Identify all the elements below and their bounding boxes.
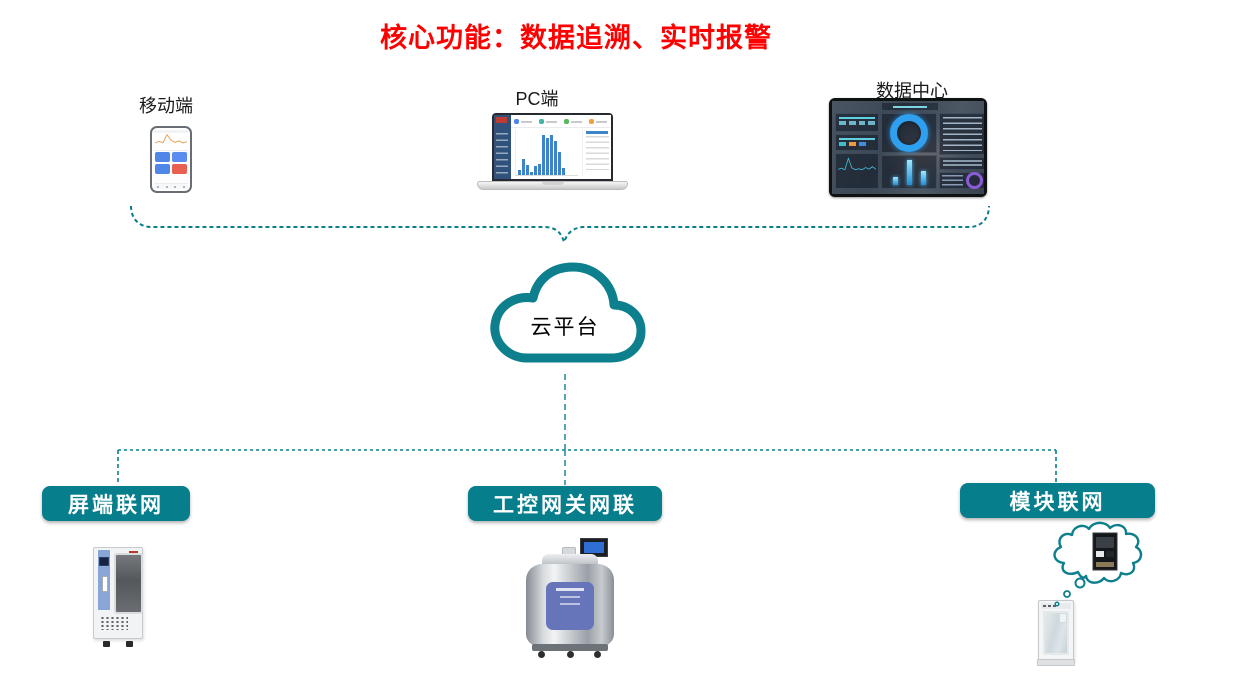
bubble-dot bbox=[1074, 577, 1086, 589]
cryo-tank-icon bbox=[524, 538, 616, 660]
phone-cards bbox=[155, 152, 187, 174]
datacenter-node-label: 数据中心 bbox=[876, 81, 948, 101]
mini-bar bbox=[546, 138, 549, 175]
tank-base bbox=[532, 644, 608, 651]
mini-bar bbox=[530, 172, 533, 175]
datacenter-dashboard bbox=[832, 101, 984, 194]
tank-monitor bbox=[580, 538, 608, 557]
lab-fridge-sticker bbox=[1059, 613, 1067, 623]
phone-card bbox=[155, 152, 170, 162]
cloud-platform-label: 云平台 bbox=[530, 316, 600, 339]
datacenter-screen-icon bbox=[829, 98, 987, 197]
cloud-platform-node: 云平台 bbox=[481, 253, 649, 374]
mini-bar bbox=[550, 135, 553, 175]
mini-bar bbox=[554, 140, 557, 175]
phone-nav-bar bbox=[154, 183, 188, 189]
tank-caster bbox=[538, 651, 545, 658]
stat-item bbox=[514, 119, 533, 124]
phone-status-bar bbox=[154, 130, 188, 133]
mini-bar bbox=[542, 134, 545, 175]
mini-bar bbox=[518, 169, 521, 175]
tank-front-label bbox=[546, 582, 594, 630]
lab-fridge-base bbox=[1037, 659, 1075, 666]
bubble-dot bbox=[1054, 601, 1060, 607]
mini-bar bbox=[526, 165, 529, 175]
iot-module-icon bbox=[1092, 532, 1118, 571]
laptop-screen bbox=[492, 113, 613, 181]
laptop-dashboard-icon bbox=[477, 113, 628, 191]
blood-refrigerator-icon bbox=[93, 547, 143, 647]
phone-card bbox=[155, 164, 170, 174]
thought-bubble-icon bbox=[1040, 520, 1146, 616]
phone-card bbox=[172, 164, 187, 174]
tank-lid bbox=[542, 554, 598, 566]
tag-screen-network: 屏端联网 bbox=[42, 486, 190, 521]
phone-line-chart bbox=[154, 133, 188, 151]
dc-bar-chart bbox=[881, 155, 937, 189]
laptop-sidebar bbox=[494, 115, 511, 179]
stat-item bbox=[563, 119, 582, 124]
mini-bar bbox=[558, 151, 561, 175]
dc-stat-panel-1 bbox=[835, 113, 879, 132]
laptop-stat-bar bbox=[511, 116, 610, 128]
laptop-menu-items bbox=[496, 128, 508, 177]
mini-bar bbox=[892, 177, 898, 185]
fridge-foot bbox=[126, 641, 133, 647]
mini-bar bbox=[562, 167, 565, 175]
dc-donut-chart bbox=[881, 113, 937, 153]
dc-data-table bbox=[939, 113, 984, 155]
bubble-dot bbox=[1063, 590, 1071, 598]
phone-card bbox=[172, 152, 187, 162]
mobile-node-label: 移动端 bbox=[139, 96, 193, 116]
tank-caster bbox=[567, 651, 574, 658]
page-title: 核心功能：数据追溯、实时报警 bbox=[380, 23, 772, 53]
laptop-dashboard bbox=[494, 115, 611, 179]
dc-stat-panel-2 bbox=[835, 134, 879, 151]
fridge-brand-logo bbox=[129, 551, 138, 554]
mini-bar bbox=[920, 170, 926, 185]
mini-bar bbox=[522, 159, 525, 175]
tank-caster bbox=[594, 651, 601, 658]
dc-small-panel bbox=[939, 157, 984, 170]
fridge-glass-window bbox=[114, 553, 143, 614]
laptop-bar-chart bbox=[515, 130, 578, 176]
fridge-vents bbox=[100, 616, 128, 630]
smartphone-dashboard-icon bbox=[150, 126, 192, 193]
fridge-handle bbox=[102, 576, 108, 592]
stat-item bbox=[539, 119, 558, 124]
laptop-list-panel bbox=[582, 129, 609, 176]
tag-module-network: 模块联网 bbox=[960, 483, 1155, 518]
pc-node-label: PC端 bbox=[515, 89, 559, 109]
fridge-display bbox=[99, 557, 109, 566]
dc-line-chart bbox=[835, 153, 879, 189]
brace-connector bbox=[130, 205, 990, 246]
phone-screen bbox=[154, 130, 188, 189]
cloud-icon bbox=[490, 262, 646, 363]
mini-bar bbox=[906, 160, 912, 185]
lab-fridge-icon bbox=[1037, 600, 1075, 666]
fridge-foot bbox=[103, 641, 110, 647]
dc-purple-donut-panel bbox=[939, 172, 984, 189]
fridge-body bbox=[93, 547, 143, 639]
stat-item bbox=[588, 119, 607, 124]
laptop-logo bbox=[496, 117, 507, 123]
dc-header-bar bbox=[882, 103, 938, 110]
mini-bar bbox=[534, 166, 537, 175]
mini-bar bbox=[538, 164, 541, 175]
laptop-base bbox=[477, 181, 628, 190]
lab-fridge-body bbox=[1038, 600, 1074, 662]
tag-gateway-network: 工控网关网联 bbox=[468, 486, 662, 521]
